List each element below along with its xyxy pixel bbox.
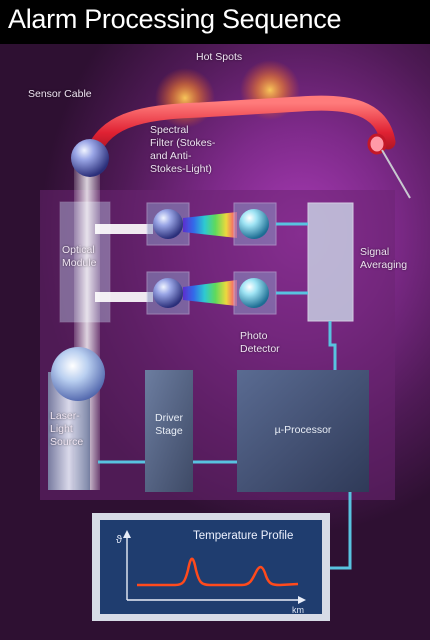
- diagram-canvas: [40, 60, 411, 621]
- processor-label: µ-Processor: [274, 424, 332, 436]
- processor-box: [237, 370, 369, 492]
- detector-lens-sphere: [239, 278, 269, 308]
- temperature-axis-label: ϑ: [116, 534, 123, 546]
- filter-lens-sphere: [153, 209, 183, 239]
- temperature-curve: [137, 557, 299, 587]
- detector-lens-sphere: [239, 209, 269, 239]
- filter-lens-sphere: [153, 278, 183, 308]
- signal-connections: [98, 222, 352, 570]
- photo-detector-label: Photo Detector: [240, 330, 280, 355]
- optical-module-label: Optical Module: [62, 244, 97, 269]
- signal-averaging-label: Signal Averaging: [360, 246, 408, 271]
- hot-spots-label: Hot Spots: [196, 51, 243, 63]
- cable-end: [367, 133, 387, 155]
- cable-coupler-sphere: [71, 139, 109, 177]
- header-bar: Alarm Processing Sequence: [0, 0, 430, 44]
- sensor-cable: [82, 95, 396, 170]
- temperature-profile-panel: [100, 520, 322, 614]
- signal-averaging-box: [307, 202, 354, 322]
- driver-stage-box: [145, 370, 193, 492]
- laser-lens-sphere: [51, 347, 105, 401]
- driver-stage-label: Driver Stage: [155, 412, 183, 437]
- spectrum-beam: [183, 280, 237, 306]
- light-beam: [95, 292, 153, 302]
- sensor-cable-label: Sensor Cable: [28, 88, 92, 100]
- diagram-stage: Hot Spots Sensor Cable Spectral Filter (…: [0, 44, 430, 640]
- distance-axis-label: km: [292, 605, 304, 615]
- cable-wire: [381, 149, 411, 199]
- laser-light-source-label: Laser- Light Source: [50, 410, 84, 448]
- temperature-profile-title: Temperature Profile: [193, 530, 294, 542]
- spectral-filter-label: Spectral Filter (Stokes- and Anti- Stoke…: [150, 124, 216, 175]
- page-title: Alarm Processing Sequence: [8, 4, 342, 34]
- profile-axes: [123, 530, 306, 604]
- light-beam: [95, 224, 153, 234]
- spectrum-beam: [183, 212, 237, 238]
